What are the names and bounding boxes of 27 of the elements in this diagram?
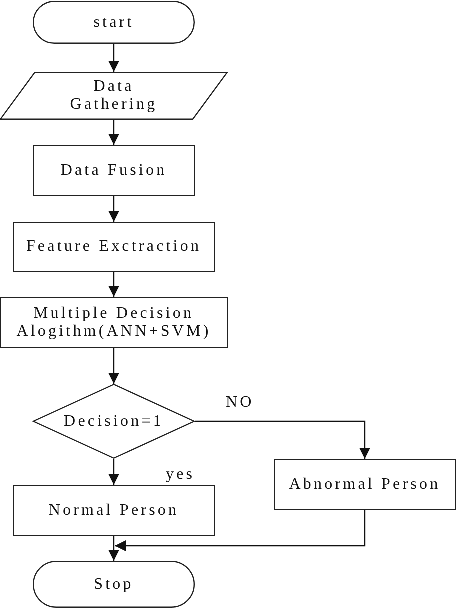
arrow [108, 120, 120, 145]
edge-label: yes [166, 466, 196, 484]
arrow [108, 272, 120, 297]
arrow [108, 536, 120, 561]
arrow [115, 510, 366, 552]
node-label: Feature Exctraction [26, 238, 202, 256]
node-label: Data Gathering [69, 78, 159, 114]
node-label: Decision=1 [64, 412, 164, 430]
node-label: Data Fusion [60, 162, 168, 180]
arrow [108, 459, 120, 485]
process-box [274, 459, 456, 510]
process-box [13, 222, 215, 272]
arrow [108, 44, 120, 72]
edge-label: NO [226, 394, 254, 412]
node-label: Normal Person [48, 502, 180, 520]
input-output-parallelogram [0, 72, 228, 120]
arrow [108, 348, 120, 384]
node-label: Stop [94, 576, 134, 594]
process-box [13, 485, 215, 536]
process-box [0, 297, 228, 348]
process-box [33, 145, 195, 196]
decision-diamond [33, 384, 195, 459]
node-label: start [94, 14, 134, 32]
node-label: Multiple Decision Alogithm(ANN+SVM) [16, 304, 212, 340]
node-label: Abnormal Person [289, 476, 441, 494]
arrow [108, 196, 120, 222]
arrow [195, 420, 370, 459]
